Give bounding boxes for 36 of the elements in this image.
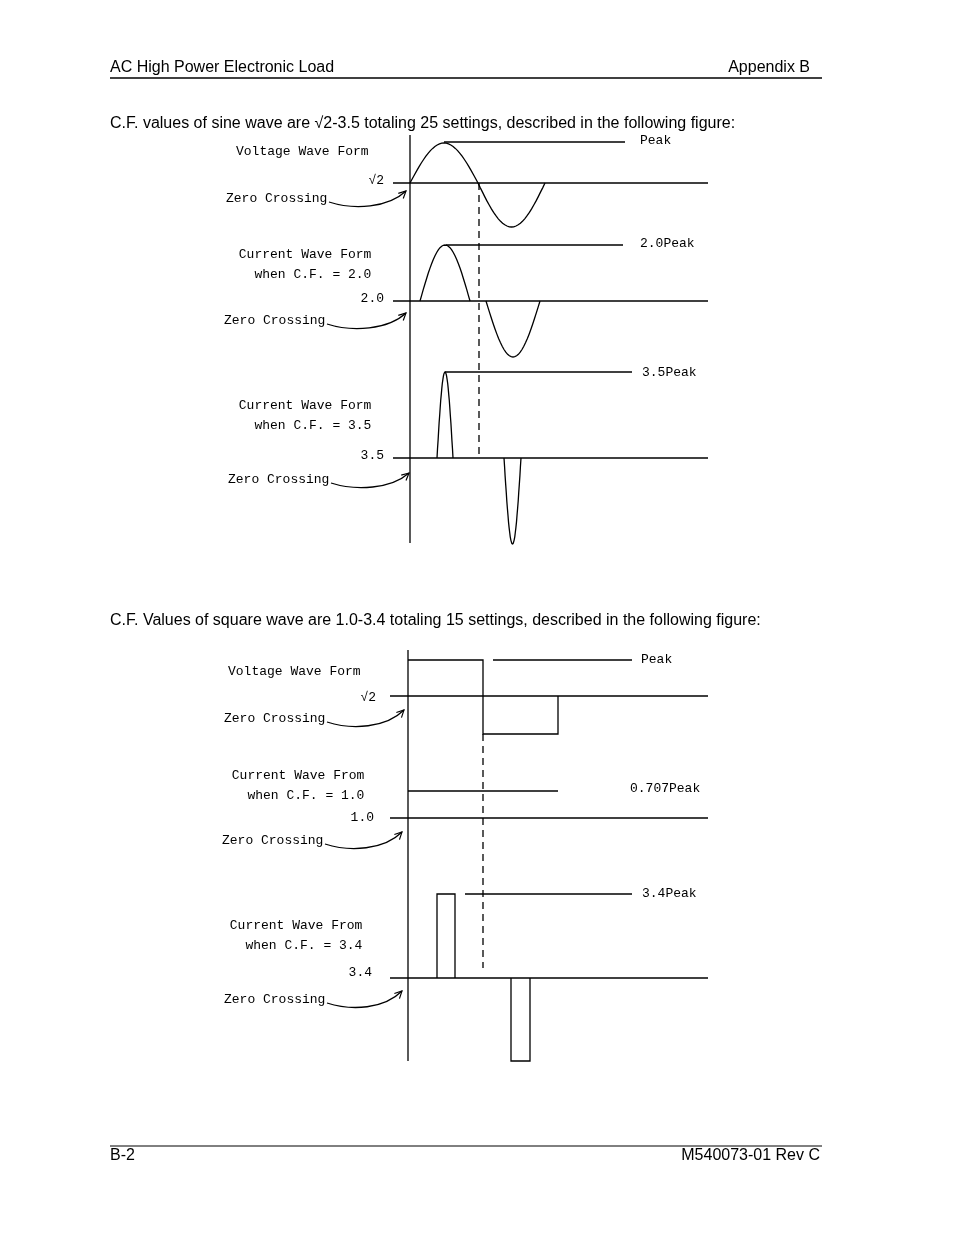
level-label: 2.0 [360,290,384,308]
waveform-label: Current Wave Form when C.F. = 2.0 [237,246,372,284]
peak-label: Peak [641,651,673,669]
zero-crossing-label: Zero Crossing [226,189,328,209]
curved-arrow [326,709,405,728]
peak-label: 3.5Peak [642,364,697,382]
level-label: √2 [360,689,376,707]
zero-crossing-label: Zero Crossing [224,709,326,729]
curved-arrow [326,312,407,330]
level-label: 1.0 [350,809,374,827]
peak-label: Peak [640,132,672,150]
zero-crossing-label: Zero Crossing [228,470,330,490]
peak-label: 2.0Peak [640,235,695,253]
intro-sentence: C.F. Values of square wave are 1.0-3.4 totaling 15 settings, described in the following figure: [110,610,761,630]
level-label: √2 [368,172,384,190]
intro-sentence: C.F. values of sine wave are √2-3.5 totaling 25 settings, described in the following figure: [110,113,736,133]
waveform-label: Voltage Wave Form [228,663,361,681]
waveform-label: Current Wave Form when C.F. = 3.5 [237,397,372,435]
curved-arrow [326,990,403,1009]
waveform-label: Current Wave From when C.F. = 1.0 [230,767,365,805]
zero-crossing-label: Zero Crossing [224,990,326,1010]
level-label: 3.5 [360,447,384,465]
zero-crossing-label: Zero Crossing [224,311,326,331]
page-header: Appendix B [728,57,810,77]
curved-arrow [328,190,407,208]
curved-arrow [324,831,403,850]
page-footer: B-2 [110,1145,135,1165]
page-header: AC High Power Electronic Load [110,57,335,77]
page-footer: M540073-01 Rev C [681,1145,820,1165]
peak-label: 0.707Peak [630,780,701,798]
level-label: 3.4 [348,964,372,982]
peak-label: 3.4Peak [642,885,697,903]
waveform-label: Current Wave From when C.F. = 3.4 [228,917,363,955]
zero-crossing-label: Zero Crossing [222,831,324,851]
curved-arrow [330,472,410,489]
waveform-label: Voltage Wave Form [236,143,369,161]
